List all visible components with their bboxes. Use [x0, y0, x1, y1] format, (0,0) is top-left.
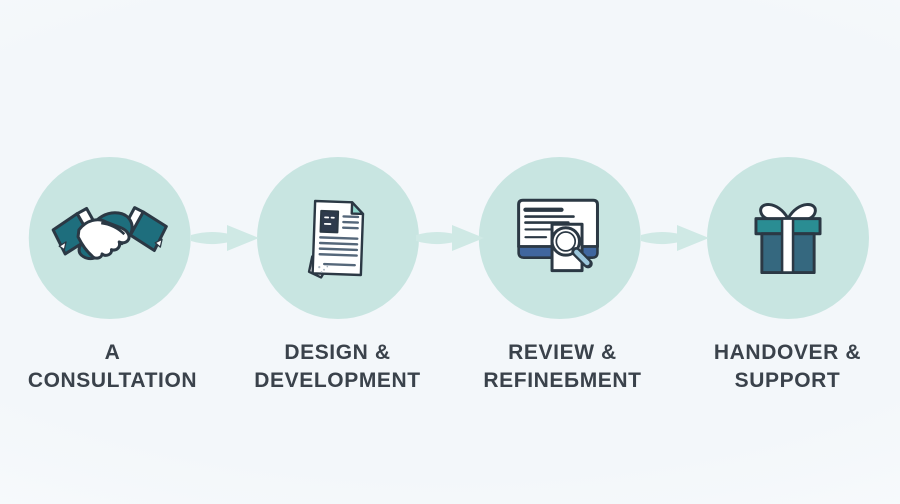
step-label-line2: SUPPORT: [734, 369, 841, 392]
step-circle-consultation: [28, 157, 191, 319]
step-label-line1: A: [104, 341, 121, 364]
step-circle-design: [256, 157, 419, 319]
handshake-icon: [51, 205, 168, 260]
step-label-handover: HANDOVER & SUPPORT: [675, 339, 900, 395]
step-consultation: A CONSULTATION: [0, 0, 225, 504]
step-label-line2: REFINEБMENT: [483, 369, 642, 392]
step-design-development: DESIGN & DEVELOPMENT: [225, 0, 450, 504]
step-handover-support: HANDOVER & SUPPORT: [675, 0, 900, 504]
arrow-right-icon: [641, 225, 709, 251]
step-review-refinement: REVIEW & REFINEБMENT: [450, 0, 675, 504]
gift-icon: [753, 203, 822, 275]
step-label-line1: REVIEW &: [508, 341, 617, 364]
arrow-right-icon: [416, 225, 484, 251]
step-label-line2: CONSULTATION: [27, 369, 198, 392]
review-magnifier-icon: [516, 198, 599, 273]
step-label-line2: DEVELOPMENT: [254, 369, 421, 392]
step-label-design: DESIGN & DEVELOPMENT: [225, 339, 450, 395]
document-icon: [307, 199, 364, 279]
step-label-line1: HANDOVER &: [713, 341, 862, 364]
step-label-line1: DESIGN &: [284, 341, 391, 364]
step-circle-handover: [706, 157, 869, 319]
step-label-consultation: A CONSULTATION: [0, 339, 225, 395]
step-circle-review: [478, 157, 641, 319]
step-label-review: REVIEW & REFINEБMENT: [450, 339, 675, 395]
arrow-right-icon: [191, 225, 259, 251]
